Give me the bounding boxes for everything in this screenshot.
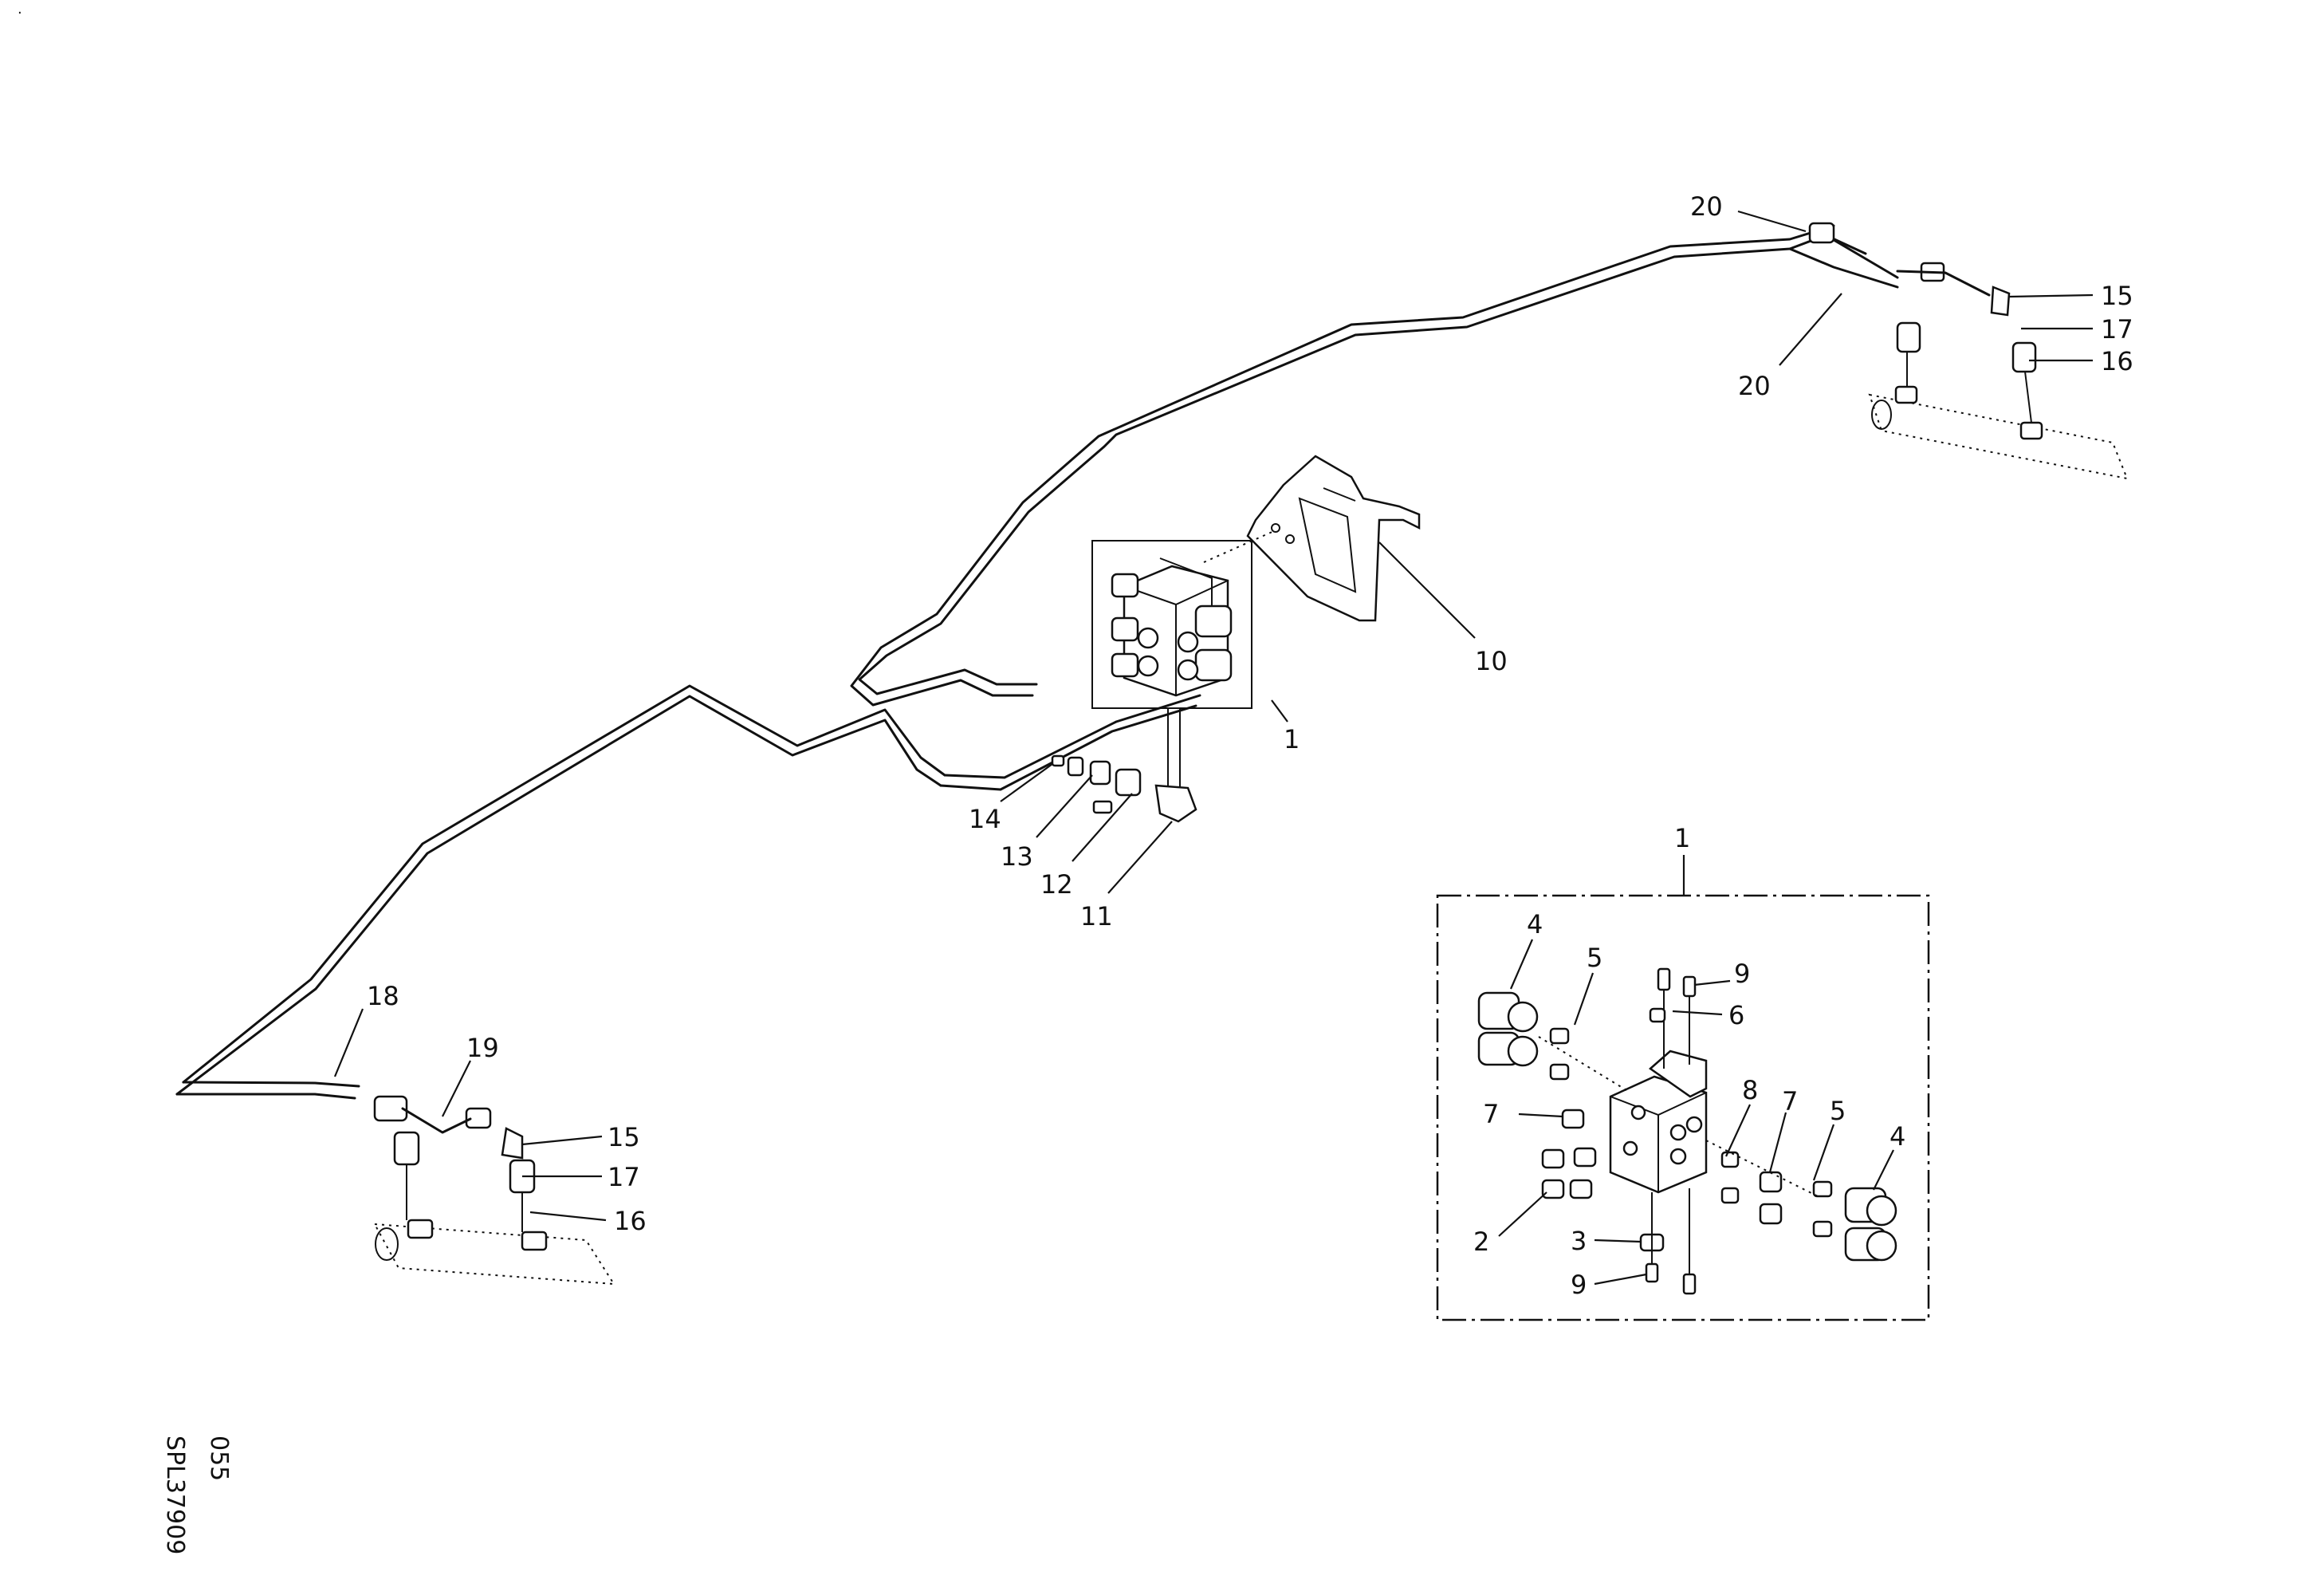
detail-label-8: 8	[1742, 1075, 1758, 1105]
corner-mark: ·	[18, 5, 22, 22]
detail-label-7-left: 7	[1483, 1099, 1499, 1129]
callout-11: 11	[1080, 901, 1113, 931]
callout-18: 18	[367, 981, 399, 1011]
detail-label-4-left: 4	[1527, 909, 1543, 939]
callout-20-bottom: 20	[1738, 371, 1771, 401]
callout-16-right: 16	[2101, 346, 2133, 376]
callout-19: 19	[466, 1033, 499, 1063]
fitting-chain	[1051, 754, 1197, 823]
detail-label-6: 6	[1728, 1000, 1744, 1030]
mounting-bracket	[1246, 455, 1421, 622]
detail-label-4-right: 4	[1889, 1121, 1905, 1152]
drawing-code-line-2: 055	[205, 1436, 233, 1481]
detail-label-5-right: 5	[1830, 1096, 1846, 1126]
callout-20-top: 20	[1690, 191, 1723, 222]
callout-15-left: 15	[608, 1122, 640, 1152]
detail-label-2: 2	[1473, 1227, 1489, 1257]
callout-15-right: 15	[2101, 281, 2133, 311]
left-cylinder-group	[373, 1095, 615, 1286]
callouts: 1 10 11 12 13 14 18 19 15 17 16 20 20 15…	[333, 191, 2133, 1236]
callout-10: 10	[1475, 646, 1508, 676]
detail-label-3: 3	[1571, 1226, 1587, 1256]
callout-16-left: 16	[614, 1206, 647, 1236]
callout-17-right: 17	[2101, 314, 2133, 345]
detail-label-9-bottom: 9	[1571, 1270, 1587, 1300]
callout-12: 12	[1040, 869, 1073, 900]
valve-block-assembly	[1091, 530, 1276, 798]
right-cylinder-group	[1808, 222, 2129, 480]
callout-17-left: 17	[608, 1162, 640, 1192]
drawing-code: SPL37909 055	[161, 1436, 233, 1554]
callout-14: 14	[969, 804, 1001, 834]
detail-label-5-left: 5	[1587, 943, 1602, 973]
detail-view-box: 1	[1436, 823, 1930, 1321]
callout-13: 13	[1001, 841, 1033, 872]
detail-label-9-top: 9	[1734, 959, 1750, 989]
detail-title: 1	[1674, 823, 1690, 853]
callout-1: 1	[1284, 724, 1300, 754]
long-pipe-right	[850, 224, 1899, 707]
drawing-code-line-1: SPL37909	[161, 1436, 189, 1554]
detail-label-7-right: 7	[1782, 1086, 1798, 1116]
